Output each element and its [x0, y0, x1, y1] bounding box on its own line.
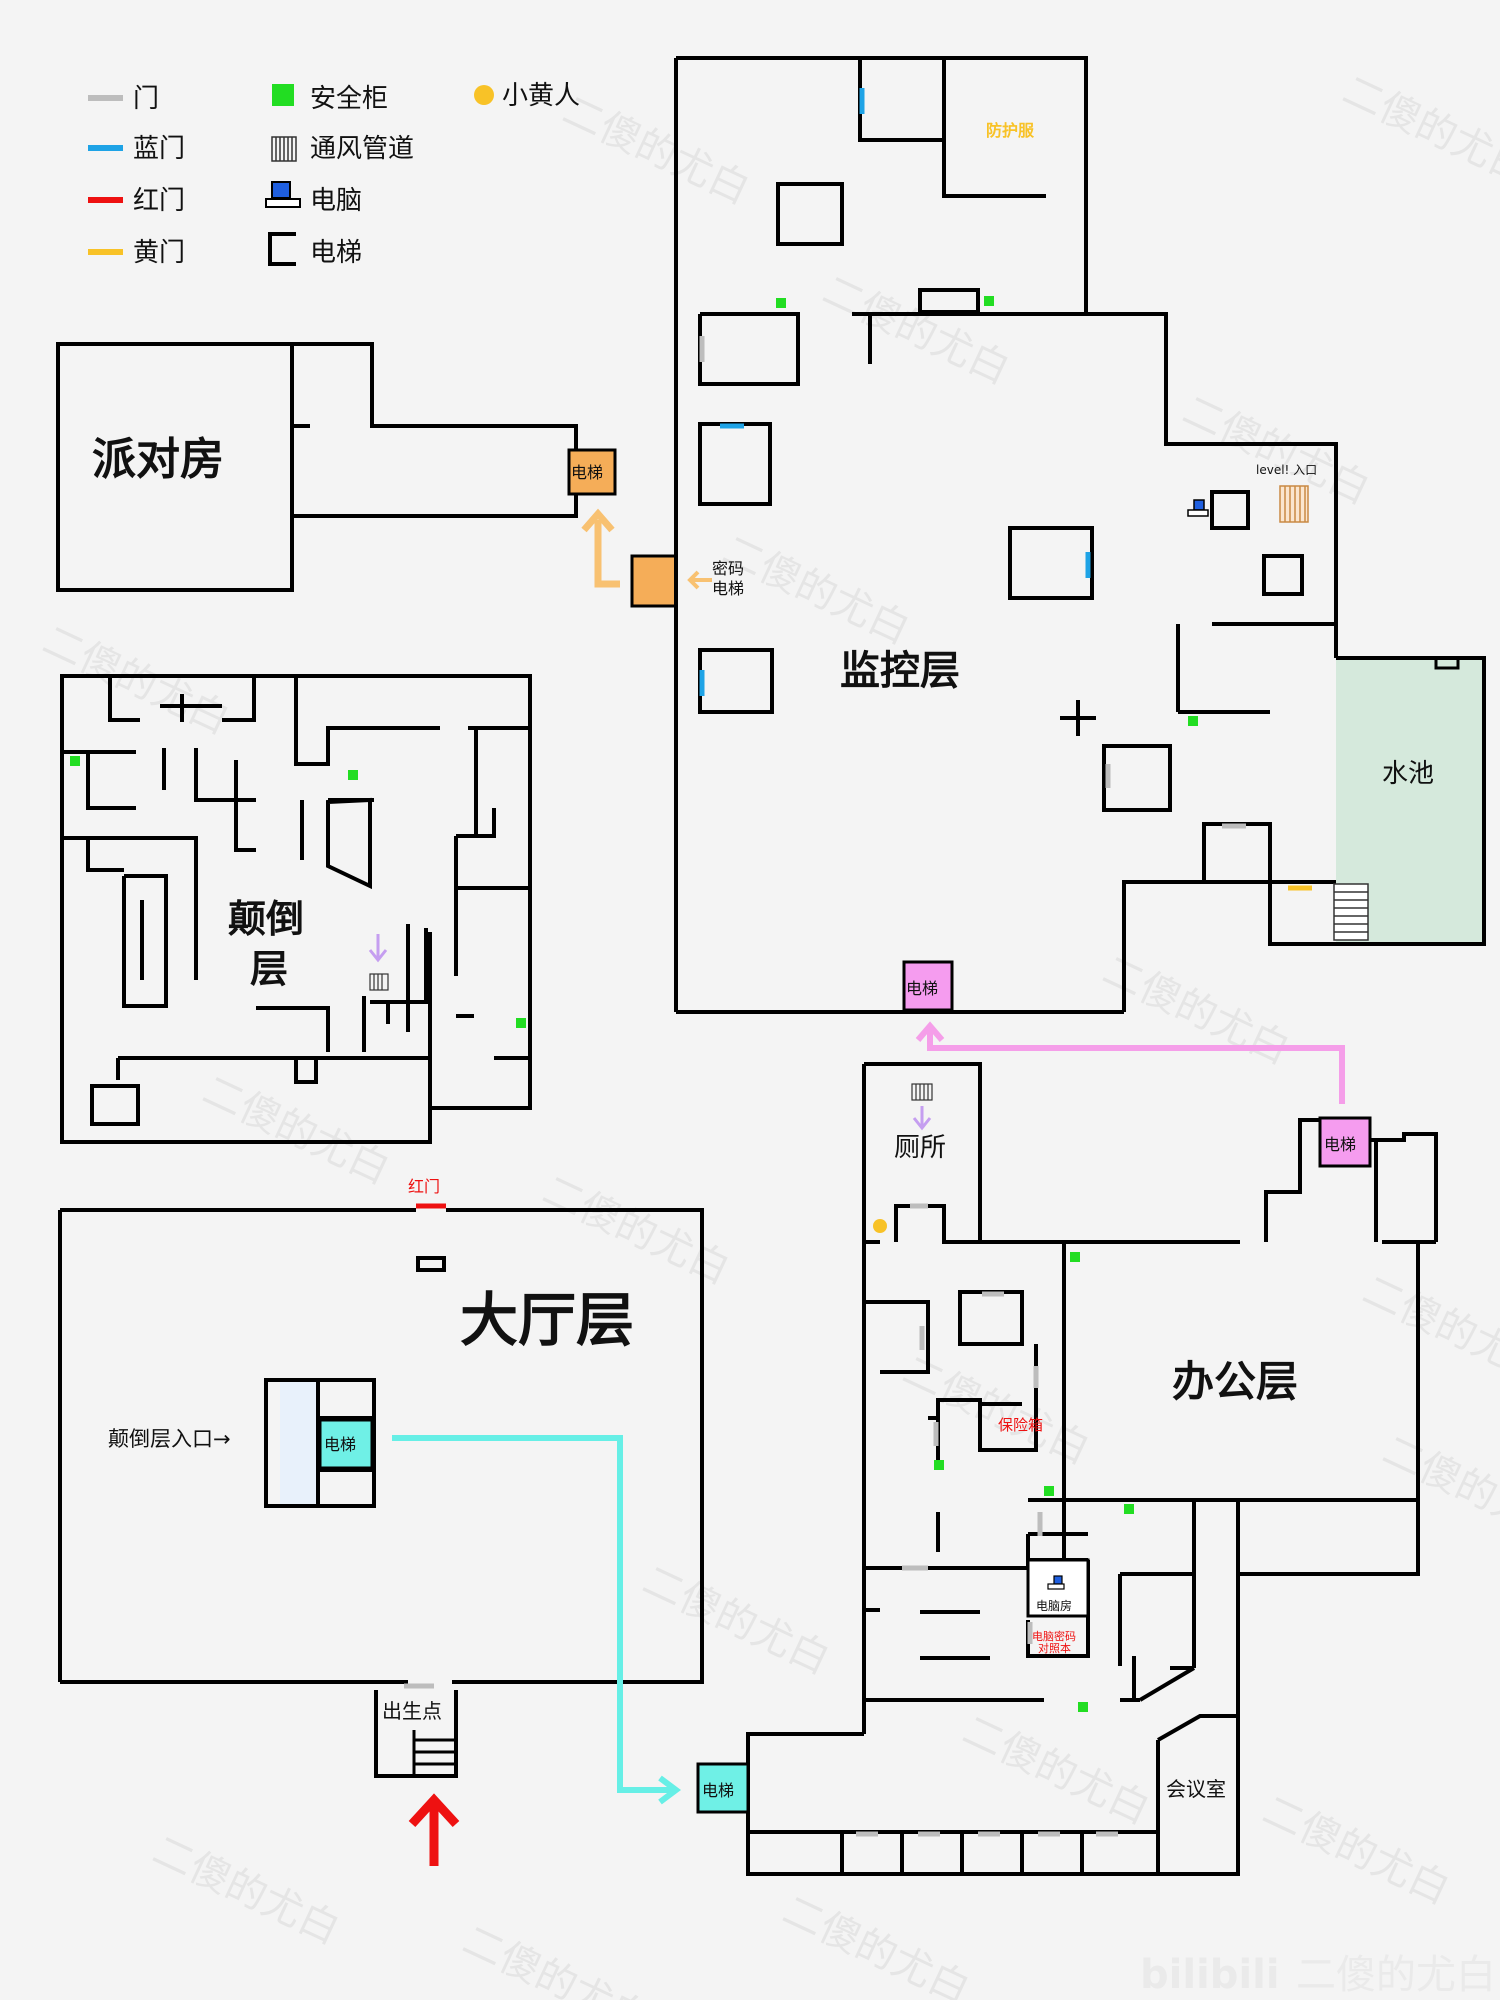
pink-arrow-head	[915, 1021, 945, 1042]
flip-floor-map	[60, 674, 532, 1144]
cyan-path-arrow	[392, 1435, 672, 1793]
elevator-label: 电梯	[324, 1435, 356, 1454]
watermark-text: 二傻的尤白	[36, 617, 237, 743]
room-label-pool: 水池	[1382, 759, 1434, 789]
elevator-label: 电梯	[1324, 1135, 1356, 1154]
room-label-office: 办公层	[1172, 1357, 1298, 1406]
level-entry-label: level! 入口	[1256, 463, 1317, 477]
computer-icon	[265, 181, 301, 208]
computer-icon[interactable]	[1187, 499, 1209, 517]
computer-icon[interactable]	[1047, 1575, 1065, 1590]
password-elevator[interactable]	[630, 554, 678, 608]
orange-arrow-head	[581, 508, 615, 533]
watermark-text: 二傻的尤白	[636, 1557, 837, 1683]
safe-box-label: 保险箱	[998, 1416, 1043, 1434]
legend-label: 黄门	[133, 238, 185, 268]
legend-label: 通风管道	[310, 134, 414, 164]
stairs-icon	[1333, 883, 1369, 941]
password-elevator-label: 密码电梯	[712, 559, 744, 598]
pink-path-arrow	[927, 1030, 1345, 1104]
left-arrow-icon	[687, 570, 712, 590]
flip-entry-label: 颠倒层入口→	[108, 1427, 231, 1451]
red-up-arrow-icon	[408, 1793, 460, 1866]
watermark-text: 二傻的尤白	[196, 1067, 397, 1193]
safe-cabinet-icon[interactable]	[776, 298, 786, 308]
orange-path-arrow	[594, 520, 620, 588]
yellow-man-icon	[474, 85, 494, 105]
legend-label: 蓝门	[133, 134, 185, 164]
office-floor-map	[746, 1062, 1438, 1876]
safe-cabinet-icon[interactable]	[1070, 1252, 1080, 1262]
watermark-text: 二傻的尤白	[556, 87, 757, 213]
party-elevator[interactable]	[567, 448, 617, 496]
computer-room-label: 电脑房	[1036, 1598, 1072, 1613]
office-elevator-left[interactable]	[696, 1762, 750, 1814]
computer-room	[1026, 1558, 1090, 1618]
down-arrow-icon	[368, 934, 388, 963]
stairs-icon	[412, 1730, 458, 1778]
watermark-text: 二傻的尤白	[1256, 1787, 1457, 1913]
protective-suit-label: 防护服	[986, 121, 1035, 140]
party-room-map	[56, 342, 578, 592]
room-label-toilet: 厕所	[894, 1133, 946, 1163]
footer-logo: bilibili	[1140, 1952, 1280, 1998]
vent-icon	[271, 136, 297, 162]
monitor-elevator[interactable]	[902, 960, 954, 1012]
safe-cabinet-icon[interactable]	[934, 1460, 944, 1470]
watermark-layer: 二傻的尤白二傻的尤白二傻的尤白二傻的尤白二傻的尤白二傻的尤白二傻的尤白二傻的尤白…	[36, 67, 1500, 2000]
safe-cabinet-icon[interactable]	[1078, 1702, 1088, 1712]
yellow-man-icon[interactable]	[873, 1219, 887, 1233]
watermark-text: 二傻的尤白	[816, 267, 1017, 393]
room-label-party: 派对房	[92, 434, 224, 485]
safe-cabinet-icon[interactable]	[348, 770, 358, 780]
safe-cabinet-icon[interactable]	[1044, 1486, 1054, 1496]
lobby-floor-map	[58, 1208, 704, 1778]
cyan-arrow-head	[658, 1775, 681, 1805]
lobby-side-room	[280, 1382, 316, 1504]
legend-label: 门	[133, 84, 159, 114]
footer-author: 二傻的尤白	[1296, 1952, 1496, 1998]
vent-icon	[1279, 485, 1309, 523]
legend-label: 电脑	[310, 186, 362, 216]
elevator-icon	[268, 232, 296, 266]
legend-label: 电梯	[310, 238, 362, 268]
legend: 门 蓝门 红门 黄门 安全柜 通风管道 电脑 电梯 小黄人	[88, 81, 580, 268]
office-elevator-top[interactable]	[1318, 1116, 1372, 1168]
safe-cabinet-icon	[272, 84, 294, 106]
down-arrow-icon	[912, 1106, 932, 1131]
watermark-text: 二傻的尤白	[1176, 387, 1377, 513]
room-label-monitor: 监控层	[840, 648, 960, 694]
room-label-flip: 颠倒层	[228, 897, 304, 991]
elevator-label: 电梯	[906, 979, 938, 998]
watermark-text: 二傻的尤白	[896, 1347, 1097, 1473]
safe-cabinet-icon[interactable]	[70, 756, 80, 766]
vent-icon	[369, 973, 389, 991]
elevator-label: 电梯	[702, 1781, 734, 1800]
vent-icon	[911, 1083, 933, 1101]
watermark-text: 二傻的尤白	[456, 1917, 657, 2000]
computer-password-label: 电脑密码对照本	[1032, 1629, 1076, 1655]
safe-cabinet-icon[interactable]	[1188, 716, 1198, 726]
watermark-text: 二傻的尤白	[716, 527, 917, 653]
watermark-text: 二傻的尤白	[956, 1707, 1157, 1833]
spawn-label: 出生点	[382, 1699, 442, 1723]
watermark-text: 二傻的尤白	[1356, 1267, 1500, 1393]
legend-label: 小黄人	[502, 81, 580, 111]
room-label-lobby: 大厅层	[460, 1286, 634, 1354]
lobby-elevator[interactable]	[318, 1418, 374, 1470]
watermark-text: 二傻的尤白	[536, 1167, 737, 1293]
safe-cabinet-icon[interactable]	[984, 296, 994, 306]
watermark-text: 二傻的尤白	[1336, 67, 1500, 193]
room-label-meeting: 会议室	[1166, 1777, 1226, 1801]
elevator-label: 电梯	[571, 463, 603, 482]
red-door-label: 红门	[408, 1177, 440, 1196]
safe-cabinet-icon[interactable]	[516, 1018, 526, 1028]
watermark-text: 二傻的尤白	[146, 1827, 347, 1953]
legend-label: 安全柜	[310, 84, 388, 114]
legend-label: 红门	[133, 186, 185, 216]
safe-cabinet-icon[interactable]	[1124, 1504, 1134, 1514]
watermark-text: 二傻的尤白	[776, 1887, 977, 2000]
watermark-text: 二傻的尤白	[1376, 1427, 1500, 1553]
